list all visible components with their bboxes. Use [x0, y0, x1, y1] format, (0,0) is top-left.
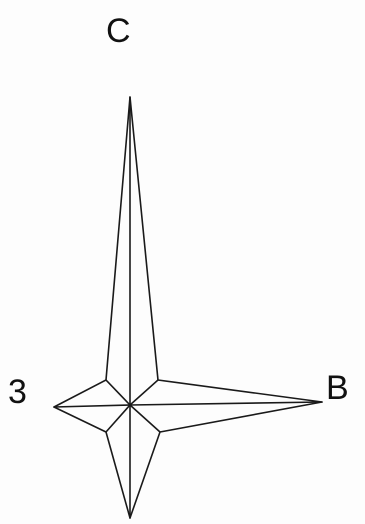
ridge-right [130, 402, 322, 405]
ridge-upper-right [130, 380, 158, 405]
star-outline [54, 97, 322, 518]
label-left: 3 [8, 375, 27, 409]
ridge-left [54, 405, 130, 407]
ridge-lower-left [106, 405, 130, 432]
ridge-upper-left [106, 380, 130, 405]
label-top: C [106, 14, 131, 48]
ridge-lower-right [130, 405, 160, 432]
label-right: B [326, 371, 349, 405]
